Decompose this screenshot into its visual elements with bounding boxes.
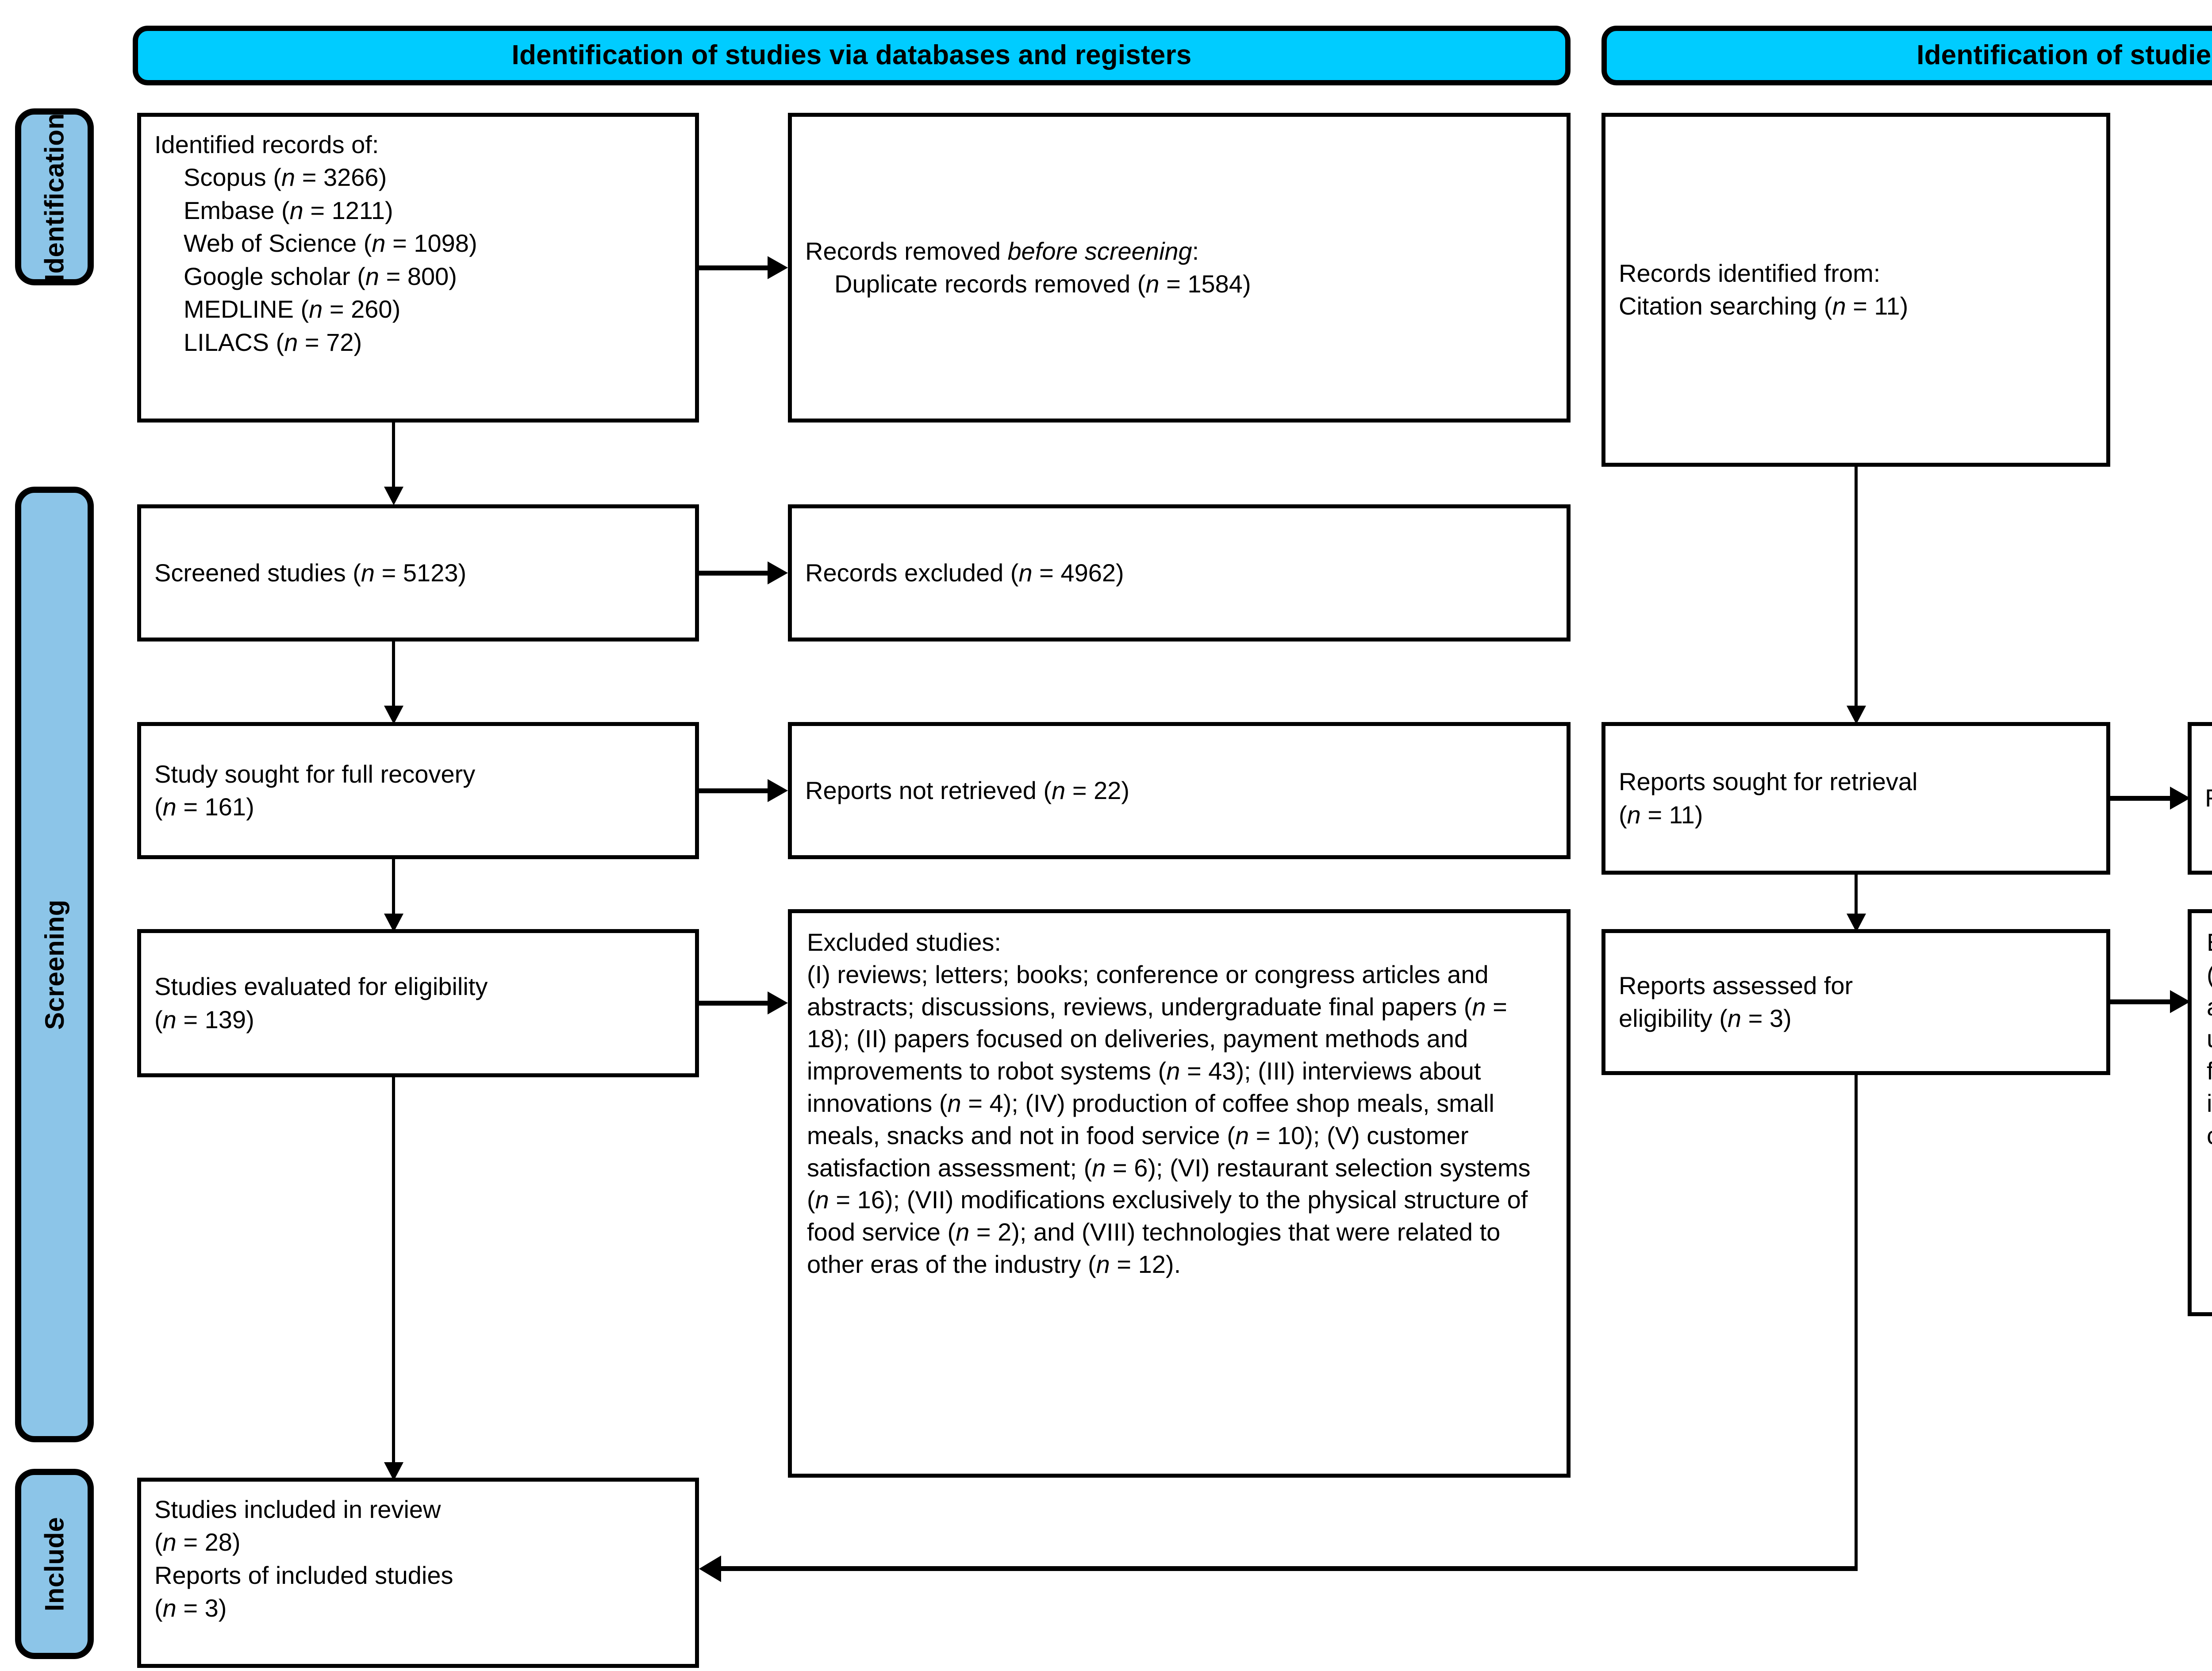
box-identified-records: Identified records of: Scopus (n = 3266)… xyxy=(137,113,699,423)
box-records-removed-before-screening: Records removed before screening: Duplic… xyxy=(788,113,1571,423)
excluded-studies-right-text: Excluded studies: (I) reviews; letters; … xyxy=(2207,925,2212,1152)
reports-sought-line1: Reports sought for retrieval xyxy=(1619,768,1918,796)
connector-identified-to-removed xyxy=(699,265,770,270)
box-studies-evaluated-for-eligibility: Studies evaluated for eligibility (n = 1… xyxy=(137,929,699,1077)
arrowhead-assessed-to-excluded-right xyxy=(2170,990,2190,1013)
connector-sought-to-evaluated xyxy=(392,859,395,917)
studies-evaluated-text: Studies evaluated for eligibility (n = 1… xyxy=(154,970,682,1036)
study-sought-line1: Study sought for full recovery xyxy=(154,760,476,788)
source-line-medline: MEDLINE (n = 260) xyxy=(184,295,401,323)
box-reports-not-retrieved-left: Reports not retrieved (n = 22) xyxy=(788,722,1571,859)
box-excluded-studies-right: Excluded studies: (I) reviews; letters; … xyxy=(2188,909,2212,1316)
excluded-studies-left-text: Excluded studies: (I) reviews; letters; … xyxy=(807,925,1551,1281)
connector-identified-to-screened xyxy=(392,423,395,489)
box-excluded-studies-left: Excluded studies: (I) reviews; letters; … xyxy=(788,909,1571,1478)
arrowhead-evaluated-to-excluded-studies xyxy=(768,991,788,1014)
excluded-studies-right-body: (I) reviews; letters; books; conference … xyxy=(2207,960,2212,1149)
excluded-studies-left-title: Excluded studies: xyxy=(807,928,1001,956)
header-other-methods: Identification of studies via other meth… xyxy=(1601,26,2212,85)
identified-records-text: Identified records of: Scopus (n = 3266)… xyxy=(154,127,682,359)
connector-screened-to-sought xyxy=(392,642,395,708)
stage-pill-screening: Screening xyxy=(15,487,94,1442)
source-line-lilacs: LILACS (n = 72) xyxy=(184,328,362,356)
connector-citation-to-reports-sought xyxy=(1855,467,1858,708)
connector-assessed-to-excluded-right xyxy=(2110,999,2172,1004)
excluded-studies-left-body: (I) reviews; letters; books; conference … xyxy=(807,960,1531,1278)
records-identified-line1: Records identified from: xyxy=(1619,259,1881,287)
connector-evaluated-to-included xyxy=(392,1077,395,1467)
reports-assessed-line1: Reports assessed for xyxy=(1619,971,1853,999)
reports-assessed-text: Reports assessed for eligibility (n = 3) xyxy=(1619,969,2093,1035)
connector-reports-sought-to-assessed xyxy=(1855,875,1858,917)
studies-included-line4: (n = 3) xyxy=(154,1594,227,1622)
arrowhead-citation-to-reports-sought xyxy=(1847,706,1866,724)
stage-label-include: Include xyxy=(39,1517,69,1611)
source-line-scopus: Scopus (n = 3266) xyxy=(184,163,387,192)
arrowhead-assessed-to-included xyxy=(699,1556,721,1582)
box-studies-included-in-review: Studies included in review (n = 28) Repo… xyxy=(137,1478,699,1668)
box-reports-not-retrieved-right: Reports not retrieved (n = 0) xyxy=(2188,722,2212,875)
reports-not-retrieved-right-text: Reports not retrieved (n = 0) xyxy=(2205,782,2212,814)
identified-records-title: Identified records of: xyxy=(154,131,379,158)
records-excluded-text: Records excluded (n = 4962) xyxy=(805,558,1124,587)
reports-not-retrieved-left-text: Reports not retrieved (n = 22) xyxy=(805,776,1130,804)
studies-evaluated-line1: Studies evaluated for eligibility xyxy=(154,972,488,1001)
connector-evaluated-to-excluded-studies xyxy=(699,1001,770,1006)
records-removed-detail: Duplicate records removed (n = 1584) xyxy=(834,270,1251,298)
records-removed-text: Records removed before screening: Duplic… xyxy=(805,235,1553,301)
connector-assessed-down-to-included xyxy=(1855,1075,1858,1568)
box-reports-sought-for-retrieval: Reports sought for retrieval (n = 11) xyxy=(1601,722,2110,875)
arrowhead-identified-to-removed xyxy=(768,256,788,279)
records-removed-title: Records removed before screening: xyxy=(805,237,1199,265)
stage-pill-identification: Identification xyxy=(15,108,94,285)
study-sought-text: Study sought for full recovery (n = 161) xyxy=(154,758,682,824)
header-databases-and-registers: Identification of studies via databases … xyxy=(133,26,1571,85)
study-sought-line2: (n = 161) xyxy=(154,793,254,821)
stage-label-identification: Identification xyxy=(39,112,69,281)
arrowhead-screened-to-excluded xyxy=(768,561,788,584)
source-line-web-of-science: Web of Science (n = 1098) xyxy=(184,229,477,257)
studies-included-text: Studies included in review (n = 28) Repo… xyxy=(154,1491,682,1625)
studies-included-line2: (n = 28) xyxy=(154,1528,241,1556)
box-reports-assessed-for-eligibility: Reports assessed for eligibility (n = 3) xyxy=(1601,929,2110,1075)
connector-reports-sought-to-not-retrieved xyxy=(2110,796,2172,801)
stage-pill-include: Include xyxy=(15,1469,94,1659)
arrowhead-reports-sought-to-not-retrieved xyxy=(2170,787,2190,810)
arrowhead-sought-to-not-retrieved xyxy=(768,779,788,802)
records-identified-text: Records identified from: Citation search… xyxy=(1619,257,2093,323)
box-records-excluded: Records excluded (n = 4962) xyxy=(788,504,1571,642)
records-identified-line2: Citation searching (n = 11) xyxy=(1619,292,1909,320)
reports-assessed-line2: eligibility (n = 3) xyxy=(1619,1004,1792,1032)
source-line-embase: Embase (n = 1211) xyxy=(184,196,393,224)
box-study-sought-for-full-recovery: Study sought for full recovery (n = 161) xyxy=(137,722,699,859)
source-line-google-scholar: Google scholar (n = 800) xyxy=(184,262,457,290)
header-other-methods-label: Identification of studies via other meth… xyxy=(1916,40,2212,71)
studies-evaluated-line2: (n = 139) xyxy=(154,1005,254,1033)
connector-assessed-left-to-included xyxy=(720,1566,1858,1571)
header-databases-label: Identification of studies via databases … xyxy=(511,40,1192,71)
connector-sought-to-not-retrieved xyxy=(699,788,770,793)
arrowhead-screened-to-sought xyxy=(384,706,403,724)
arrowhead-identified-to-screened xyxy=(384,487,403,505)
studies-included-line3: Reports of included studies xyxy=(154,1561,453,1589)
studies-included-line1: Studies included in review xyxy=(154,1495,441,1523)
box-screened-studies: Screened studies (n = 5123) xyxy=(137,504,699,642)
reports-sought-line2: (n = 11) xyxy=(1619,800,1703,829)
screened-studies-text: Screened studies (n = 5123) xyxy=(154,558,467,587)
reports-sought-text: Reports sought for retrieval (n = 11) xyxy=(1619,765,2093,831)
excluded-studies-right-title: Excluded studies: xyxy=(2207,928,2212,956)
stage-label-screening: Screening xyxy=(39,899,69,1030)
connector-screened-to-excluded xyxy=(699,571,770,576)
box-records-identified-from: Records identified from: Citation search… xyxy=(1601,113,2110,467)
